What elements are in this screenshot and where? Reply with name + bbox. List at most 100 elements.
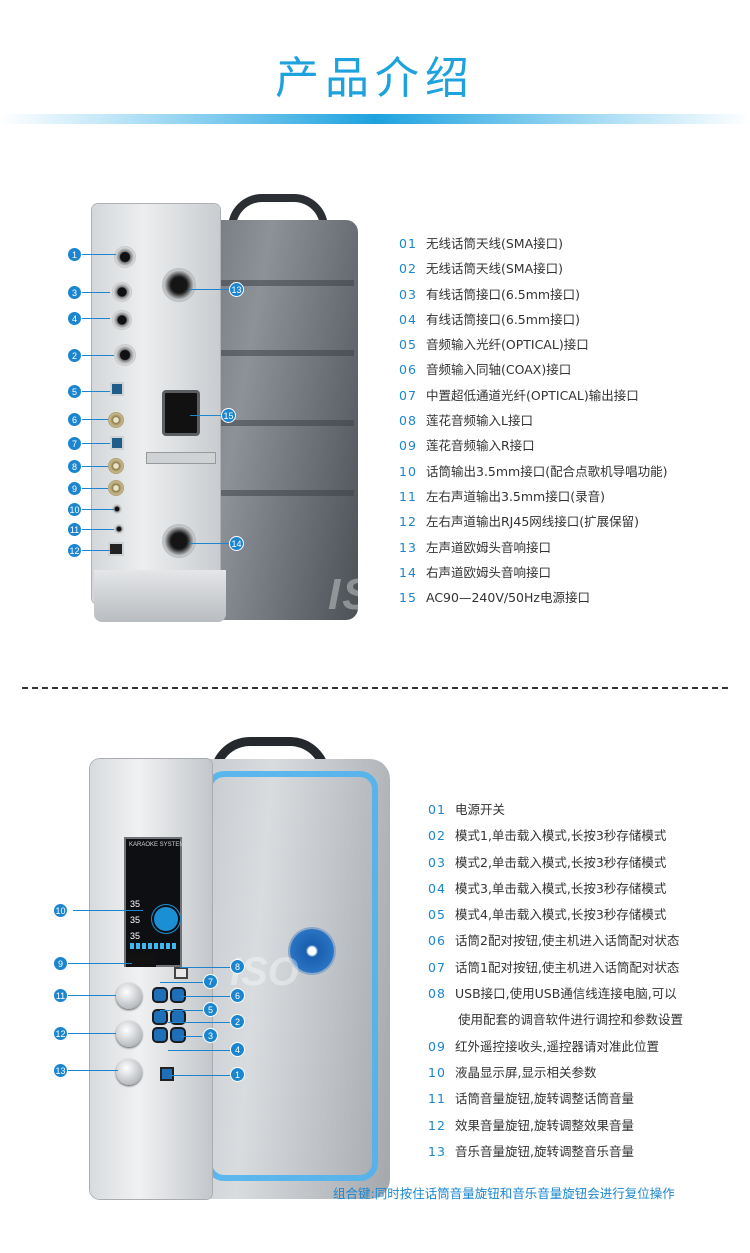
list-item: 11 话筒音量旋钮,旋转调整话筒音量 (428, 1089, 738, 1115)
item-number: 03 (399, 286, 417, 302)
line-out-3-5mm (114, 524, 124, 534)
list-item: 06 话筒2配对按钮,使主机进入话筒配对状态 (428, 931, 738, 957)
section-divider (22, 687, 728, 689)
callout-badge: 8 (230, 959, 245, 974)
item-text: 模式3,单击载入模式,长按3秒存储模式 (455, 880, 667, 896)
mic2-pair-button[interactable] (172, 989, 184, 1001)
callout-line (66, 995, 116, 996)
item-text: 左声道欧姆头音响接口 (426, 539, 552, 555)
callout-badge: 11 (53, 988, 68, 1003)
item-text: 有线话筒接口(6.5mm接口) (426, 311, 580, 327)
item-text: 模式4,单击载入模式,长按3秒存储模式 (455, 907, 667, 923)
item-text: 电源开关 (455, 802, 506, 817)
power-switch[interactable] (160, 1067, 174, 1081)
callout-badge: 10 (53, 903, 68, 918)
item-text: 模式1,单击载入模式,长按3秒存储模式 (455, 828, 667, 844)
item-number: 01 (399, 236, 417, 251)
callout-line (80, 355, 114, 356)
item-number: 11 (428, 1091, 446, 1107)
mic-volume-knob[interactable] (116, 983, 142, 1009)
device-base (94, 570, 226, 622)
callout-line (190, 543, 230, 544)
item-text: 话筒音量旋钮,旋转调整话筒音量 (455, 1091, 634, 1107)
callout-line (73, 910, 143, 911)
sma-antenna-2 (114, 344, 136, 366)
callout-line (66, 1070, 118, 1071)
rj45-port (108, 542, 124, 556)
callout-line (180, 1036, 202, 1037)
list-item: 12 左右声道输出RJ45网线接口(扩展保留) (399, 512, 744, 537)
callout-badge: 3 (203, 1028, 218, 1043)
item-number: 15 (399, 590, 417, 606)
carry-handle (228, 194, 328, 228)
page-title: 产品介绍 (275, 53, 475, 104)
sma-antenna-1 (114, 246, 136, 268)
item-number: 01 (428, 802, 446, 817)
item-text: 话筒1配对按钮,使主机进入话筒配对状态 (455, 959, 680, 975)
item-number: 02 (399, 261, 417, 277)
item-text: USB接口,使用USB通信线连接电脑,可以 (455, 986, 677, 1002)
callout-line (80, 529, 114, 530)
item-text: 模式2,单击载入模式,长按3秒存储模式 (455, 854, 667, 870)
brand-emblem-icon (290, 929, 334, 973)
list-item: 01 无线话筒天线(SMA接口) (399, 234, 744, 259)
callout-line (80, 254, 116, 255)
callout-line (160, 982, 204, 983)
item-text: 话筒输出3.5mm接口(配合点歌机导唱功能) (426, 463, 668, 479)
item-text: 有线话筒接口(6.5mm接口) (426, 286, 580, 302)
item-number: 13 (428, 1143, 446, 1159)
item-text: 话筒2配对按钮,使主机进入话筒配对状态 (455, 933, 680, 949)
item-number: 04 (399, 311, 417, 327)
effect-volume-knob[interactable] (116, 1021, 142, 1047)
callout-badge: 6 (230, 988, 245, 1003)
mode-2-button[interactable] (154, 1029, 166, 1041)
mode-3-button[interactable] (172, 1029, 184, 1041)
item-number: 05 (399, 337, 417, 353)
item-text: 左右声道输出RJ45网线接口(扩展保留) (426, 514, 640, 530)
item-text: 音频输入光纤(OPTICAL)接口 (426, 337, 589, 353)
callout-line (168, 1050, 230, 1051)
item-number: 09 (399, 438, 417, 454)
mode-1-button[interactable] (172, 1011, 184, 1023)
mic-jack-2 (112, 310, 132, 330)
list-item: 01 电源开关 (428, 800, 738, 826)
list-item: 08 USB接口,使用USB通信线连接电脑,可以 (428, 984, 738, 1010)
callout-line (66, 1033, 116, 1034)
ac-power-socket (162, 390, 200, 436)
callout-badge: 12 (67, 543, 82, 558)
list-item: 04 有线话筒接口(6.5mm接口) (399, 310, 744, 335)
rear-panel-image: ISO (88, 190, 408, 635)
mode-4-button[interactable] (154, 1011, 166, 1023)
callout-badge: 3 (67, 285, 82, 300)
item-text: 莲花音频输入R接口 (426, 438, 535, 454)
item-number: 06 (428, 933, 446, 949)
mic1-pair-button[interactable] (154, 989, 166, 1001)
item-text: 音乐音量旋钮,旋转调整音乐音量 (455, 1143, 634, 1159)
callout-badge: 7 (203, 974, 218, 989)
item-text: AC90—240V/50Hz电源接口 (426, 590, 590, 606)
item-number: 08 (428, 986, 446, 1002)
item-text: 无线话筒天线(SMA接口) (426, 236, 564, 251)
item-number: 07 (399, 387, 417, 403)
mic-out-3-5mm (112, 504, 122, 514)
coax-input (108, 412, 124, 428)
callout-badge: 2 (230, 1014, 245, 1029)
list-item: 03 有线话筒接口(6.5mm接口) (399, 285, 744, 310)
callout-badge: 5 (203, 1002, 218, 1017)
rear-panel-feature-list: 01 无线话筒天线(SMA接口) 02 无线话筒天线(SMA接口) 03 有线话筒接口… (399, 234, 744, 613)
item-number: 12 (399, 514, 417, 530)
callout-line (190, 289, 230, 290)
dpad-icon (154, 907, 178, 931)
callout-badge: 10 (67, 502, 82, 517)
music-volume-knob[interactable] (116, 1059, 142, 1085)
callout-badge: 1 (230, 1067, 245, 1082)
